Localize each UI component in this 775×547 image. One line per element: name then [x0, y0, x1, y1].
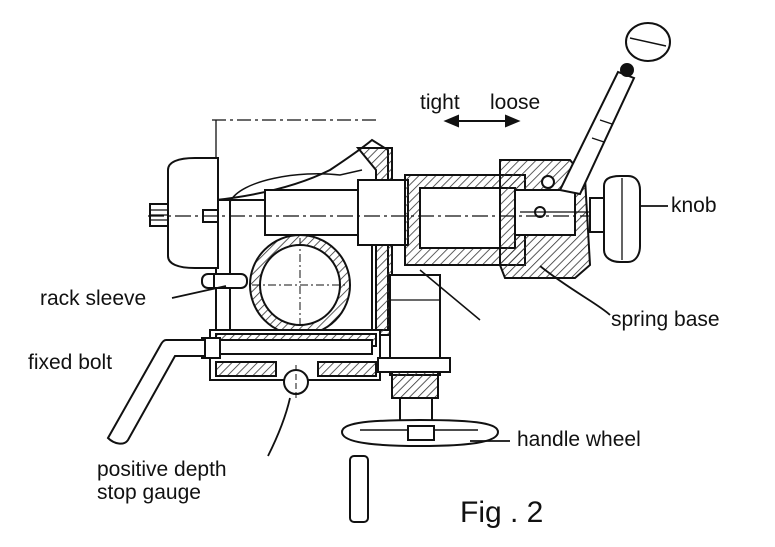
positive-depth-label: positive depth: [97, 458, 227, 481]
left-end-cap: [149, 157, 219, 269]
rack-sleeve-leader: [171, 285, 227, 299]
rack-sleeve-plunger: [201, 273, 248, 289]
spring-base-leader: [539, 265, 611, 316]
main-shaft: [264, 159, 600, 279]
fixed-bolt-label: fixed bolt: [28, 351, 113, 374]
vertical-post: [377, 269, 481, 427]
knob-label: knob: [671, 194, 717, 217]
fixed-bolt: [106, 337, 373, 445]
handle-wheel: [340, 418, 500, 523]
leader-lines: [171, 205, 668, 457]
depth-stop-leader: [267, 397, 291, 457]
lever-handle: [558, 22, 671, 196]
rack-sleeve-label: rack sleeve: [40, 287, 147, 310]
right-knob: [589, 175, 641, 263]
handle-wheel-label: handle wheel: [517, 428, 641, 451]
spring-base-label: spring base: [611, 308, 720, 331]
figure-caption: Fig . 2: [460, 496, 544, 529]
tight-label: tight: [420, 91, 460, 114]
rack-sleeve-tube: [249, 234, 351, 336]
tight-loose-arrow: [443, 114, 521, 128]
stop-gauge-label: stop gauge: [97, 481, 201, 504]
loose-label: loose: [490, 91, 541, 114]
